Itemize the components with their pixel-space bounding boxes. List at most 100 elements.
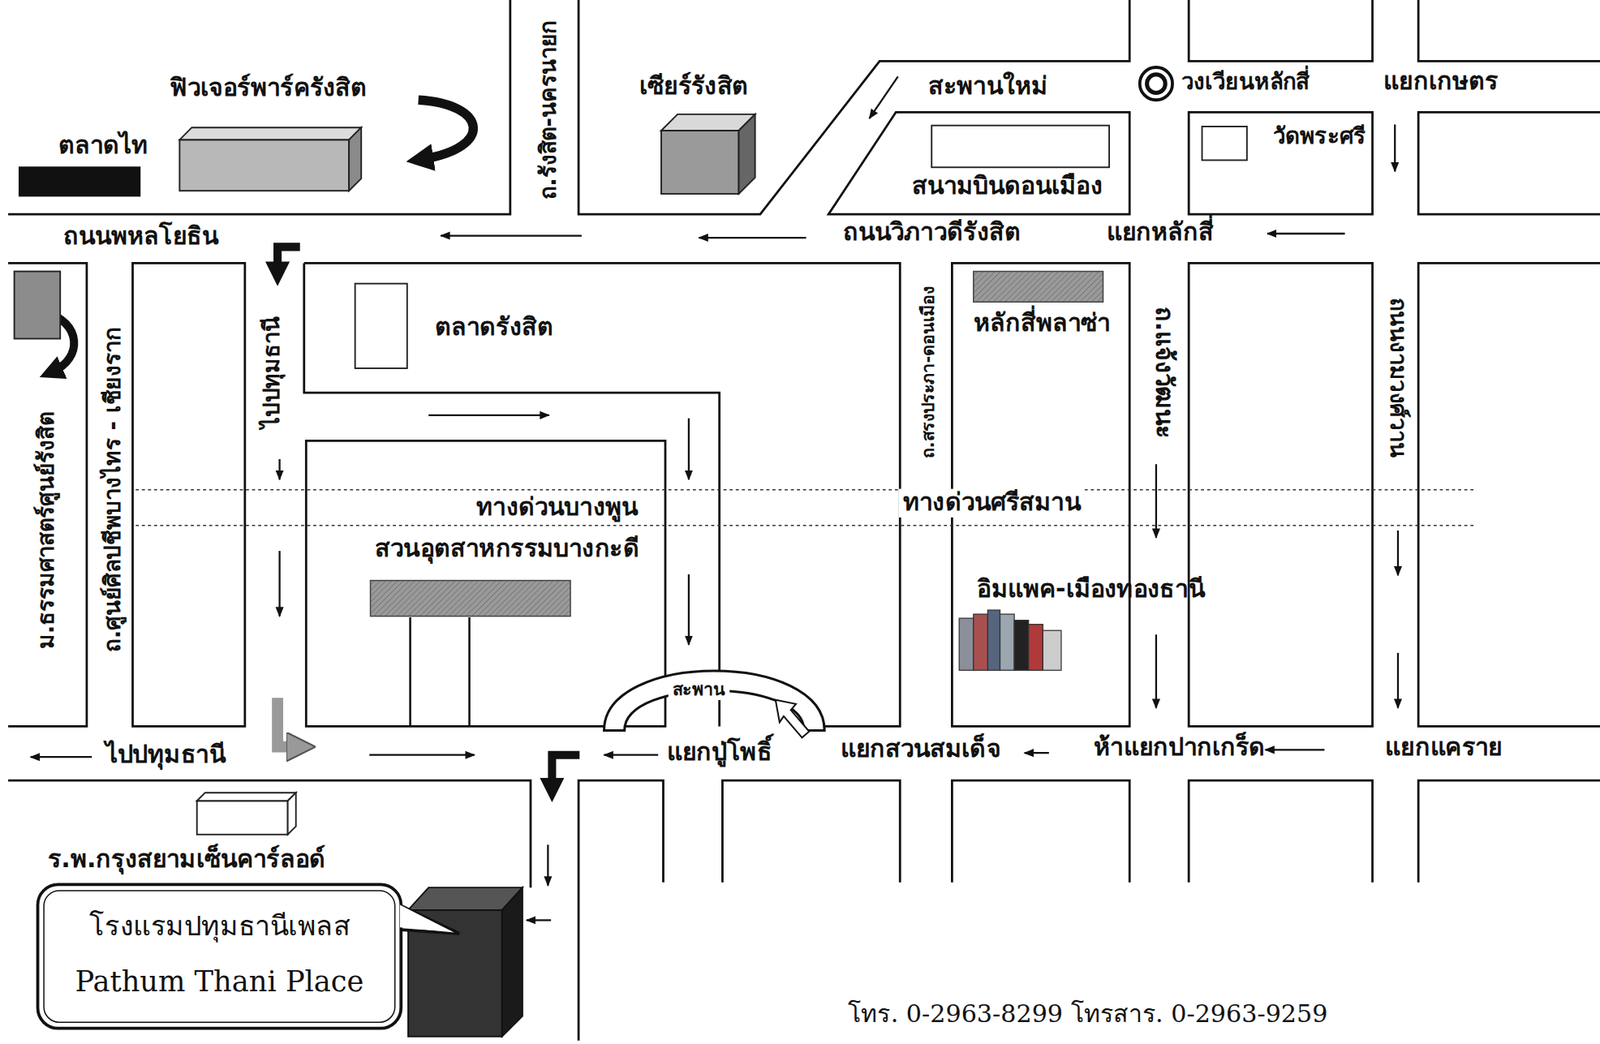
arrow [1155, 634, 1157, 709]
landmark: สนามบินดอนเมือง [930, 124, 1110, 168]
turn-arrow [277, 697, 298, 747]
tower [1014, 620, 1029, 671]
arrow [526, 919, 551, 921]
road-label: ถนนวิภาวดีรังสิต [843, 218, 1021, 247]
road-label: แยกสวนสมเด็จ [840, 735, 1001, 765]
arrow [1393, 124, 1396, 172]
callout-tail [395, 903, 460, 934]
node-shape [179, 127, 362, 191]
landmark: ตลาดไท [18, 166, 142, 198]
landmark-label: Pathum Thani Place [74, 966, 364, 999]
node-shape [35, 882, 404, 1031]
building-rect [14, 271, 61, 340]
callout-inner [43, 890, 396, 1023]
road-label: ทางด่วนบางพูน [472, 494, 642, 523]
landmark: หลักสี่พลาซ่า [972, 270, 1105, 303]
landmark-label: ฟิวเจอร์พาร์ครังสิต [169, 74, 367, 104]
box-side [348, 127, 362, 191]
building-rect [1202, 126, 1248, 161]
node-shape [197, 792, 297, 835]
landmark-label: สนามบินดอนเมือง [911, 172, 1103, 202]
tower [999, 614, 1015, 671]
road-label: ไปปทุมธานี [105, 740, 226, 770]
landmark-label: สวนอุตสาหกรรมบางกะดี [374, 534, 640, 564]
tower [987, 610, 1000, 671]
turn-arrow [277, 246, 301, 271]
arrow [604, 754, 659, 757]
tower [973, 614, 989, 671]
landmark-label: หลักสี่พลาซ่า [973, 309, 1111, 338]
callout-border [38, 884, 402, 1028]
arrow [869, 76, 899, 119]
landmark: ตลาดรังสิต [353, 282, 409, 370]
curved-arrow [418, 99, 474, 160]
node-shape [1137, 64, 1175, 102]
road-label: ไปปทุมธานี [258, 317, 285, 429]
hotel-callout: โรงแรมปทุมธานีเพลส Pathum Thani Place [35, 882, 404, 1031]
landmark-label: โรงแรมปทุมธานีเพลส [89, 909, 350, 942]
road-label: สะพาน [668, 679, 730, 701]
arrow [1024, 752, 1050, 754]
box-side [288, 792, 297, 835]
arrow [30, 756, 92, 758]
landmark-label: ตลาดไท [58, 131, 149, 160]
expressway [135, 490, 1475, 526]
road-label: ถ.แจ้งวัฒนะ [1148, 306, 1178, 439]
road-label: ถ.ศูนย์ศิลปชีพบางไทร - เชียงราก [98, 327, 125, 653]
arrow [1155, 464, 1157, 538]
arrow [1397, 653, 1399, 709]
road-label: โทร. 0-2963-8299 โทรสาร. 0-2963-9259 [847, 1001, 1329, 1030]
tower [959, 618, 974, 671]
roundabout-outer [1139, 67, 1173, 100]
road-label: ถ.รังสิต-นครนายก [534, 20, 561, 200]
road-label: สะพานใหม่ [928, 73, 1048, 102]
node-shape [959, 610, 1063, 671]
node-shape [12, 270, 61, 340]
node-shape [18, 166, 142, 198]
road-label: แยกหลักสี่ [1106, 218, 1214, 247]
box-front [179, 139, 349, 191]
hotel-side [502, 887, 523, 1037]
arrow [278, 459, 280, 480]
box-top [197, 792, 297, 801]
industrial-legs [410, 617, 470, 727]
arrow [428, 414, 549, 417]
landmark: เซียร์รังสิต [661, 114, 756, 194]
landmark: ร.พ.กรุงสยามเซ็นคาร์ลอด์ [197, 792, 297, 835]
node-shape [1200, 125, 1248, 162]
road-label: แยกแคราย [1384, 734, 1503, 763]
arrow [440, 234, 582, 237]
landmark-label: ตลาดรังสิต [434, 313, 554, 342]
arrow [688, 418, 690, 480]
node-shape [972, 270, 1105, 303]
turn-arrow [551, 755, 580, 788]
landmark-label: อิมแพค-เมืองทองธานี [976, 576, 1205, 605]
arrow [688, 574, 690, 646]
landmark-label: วงเวียนหลักสี่ [1181, 68, 1309, 95]
building-rect [355, 283, 408, 369]
road-edges [8, 0, 1600, 1041]
road-label: ถนนงามวงศ์วาน [1384, 297, 1411, 458]
box-front [661, 130, 740, 194]
tower [1028, 624, 1044, 671]
landmark: วัดพระศรี [1200, 125, 1248, 162]
hatched-building [973, 271, 1104, 303]
building-rect [931, 125, 1110, 168]
roundabout-inner [1147, 74, 1166, 94]
road-label: ห้าแยกปากเกร็ด [1093, 734, 1265, 763]
arrow [1267, 232, 1346, 235]
road-label: ถนนพหลโยธิน [63, 222, 219, 251]
landmark: อิมแพค-เมืองทองธานี [959, 610, 1063, 671]
landmark: สวนอุตสาหกรรมบางกะดี [369, 579, 572, 618]
road-label: แยกปู่โพธิ์ [666, 739, 773, 768]
arrow [278, 550, 280, 616]
thick-arrows [43, 99, 809, 788]
landmark-label: ม.ธรรมศาสตร์ศูนย์รังสิต [33, 412, 60, 650]
box-top [179, 127, 362, 140]
direction-arrows [30, 76, 1398, 921]
box-side [739, 114, 756, 194]
hollow-arrow [775, 700, 810, 739]
road-label: ทางด่วนศรีสมาน [898, 489, 1085, 518]
node-shape [930, 124, 1110, 168]
